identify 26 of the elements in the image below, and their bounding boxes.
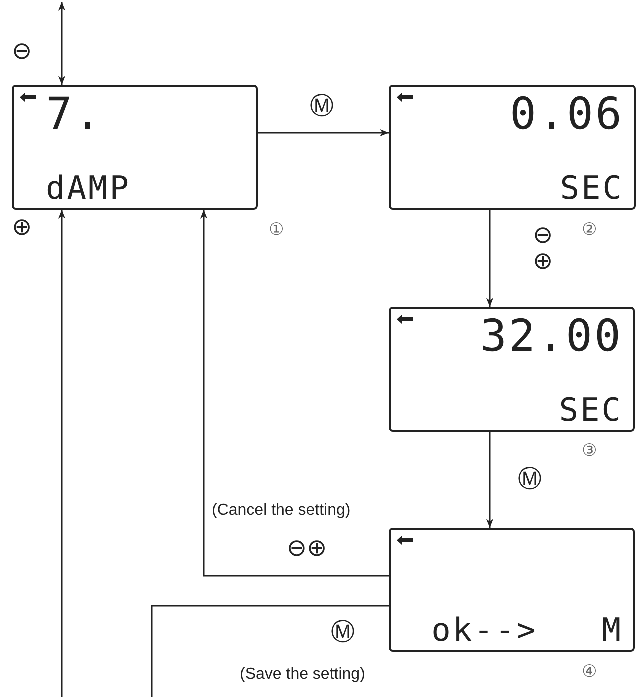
lcd-display [389,85,636,210]
arrow [486,432,494,528]
arrow [258,129,389,137]
button-symbol: Ⓜ [329,619,357,646]
button-symbol: Ⓜ [516,466,544,492]
lcd-readout: ok--> M [432,614,623,646]
lcd-readout: 7. [46,93,103,137]
lcd-display [12,85,258,210]
arrow [200,210,389,577]
step-number: ② [582,222,598,239]
lcd-readout: dAMP [46,172,132,204]
lcd-readout: 32.00 [480,315,623,359]
arrow [58,2,66,85]
step-number: ① [269,222,284,239]
step-number: ④ [582,664,598,681]
note: (Save the setting) [240,666,366,684]
button-symbol: Ⓜ [308,93,336,120]
arrow [58,210,66,697]
lcd-readout: 0.06 [510,93,624,137]
step-number: ③ [582,443,598,460]
lcd-readout: SEC [559,394,623,426]
lcd-readout: SEC [560,172,624,204]
lcd-display [389,307,635,432]
note: (Cancel the setting) [212,502,351,520]
arrow [486,210,494,307]
lcd-display [389,528,635,652]
